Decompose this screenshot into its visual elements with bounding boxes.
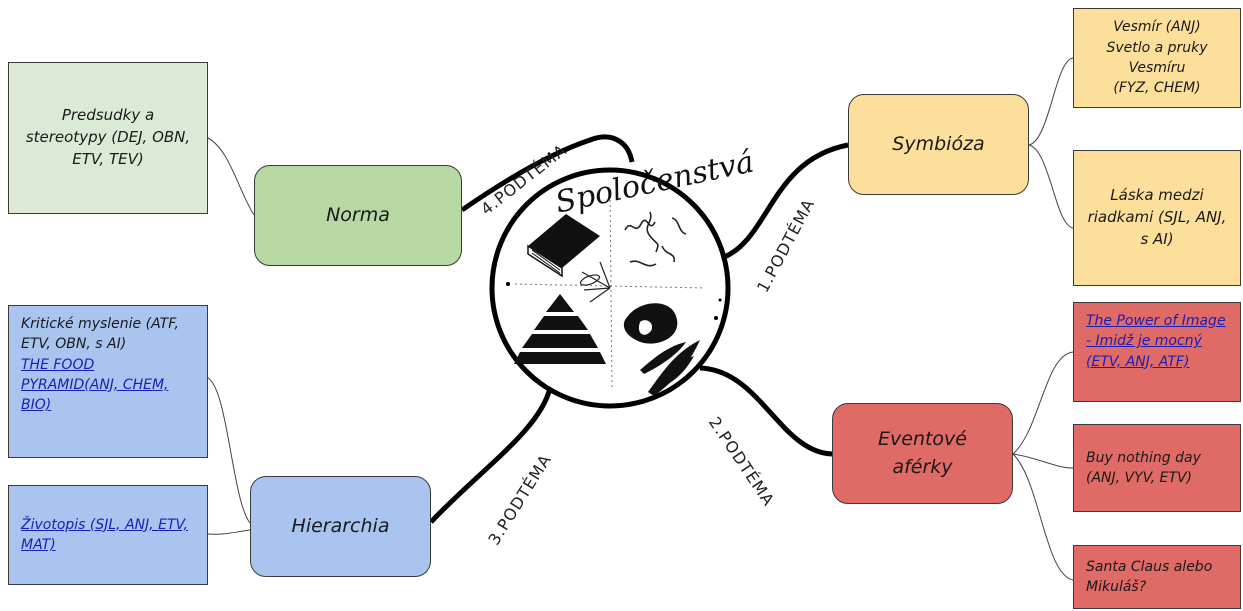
power-of-image-link[interactable]: The Power of Image - Imidž je mocný (ETV… xyxy=(1086,313,1226,370)
flower-icon xyxy=(579,261,611,303)
book-icon xyxy=(527,214,600,278)
leaf-laska: Láska medzi riadkami (SJL, ANJ, s AI) xyxy=(1073,150,1241,286)
leaf-kriticke-text: Kritické myslenie (ATF, ETV, OBN, s AI) xyxy=(21,316,179,353)
leaf-vesmir: Vesmír (ANJ) Svetlo a pruky Vesmíru (FYZ… xyxy=(1073,8,1241,108)
food-pyramid-link[interactable]: THE FOOD PYRAMID(ANJ, CHEM, BIO) xyxy=(21,356,169,414)
line-hierarchia-kriticke xyxy=(207,377,251,524)
leaf-power-of-image: The Power of Image - Imidž je mocný (ETV… xyxy=(1073,302,1241,402)
leaf-laska-text: Láska medzi riadkami (SJL, ANJ, s AI) xyxy=(1087,186,1227,248)
leaf-zivotopis: Životopis (SJL, ANJ, ETV, MAT) xyxy=(8,485,208,585)
leaf-buy-nothing-text: Buy nothing day (ANJ, VYV, ETV) xyxy=(1086,449,1201,486)
topic-norma[interactable]: Norma xyxy=(254,165,462,266)
topic-norma-label: Norma xyxy=(326,203,390,226)
line-symbioza-laska xyxy=(1028,144,1074,229)
leaf-santa-text: Santa Claus alebo Mikuláš? xyxy=(1086,558,1213,595)
leaf-vesmir-line-2: Svetlo a pruky Vesmíru xyxy=(1106,39,1208,76)
leaf-predsudky: Predsudky a stereotypy (DEJ, OBN, ETV, T… xyxy=(8,62,208,214)
leaf-predsudky-text: Predsudky a stereotypy (DEJ, OBN, ETV, T… xyxy=(25,106,191,168)
branch-eventove xyxy=(699,365,833,457)
line-hierarchia-zivotopis xyxy=(207,529,251,535)
leaf-kriticke-myslenie: Kritické myslenie (ATF, ETV, OBN, s AI) … xyxy=(8,305,208,458)
topic-hierarchia-label: Hierarchia xyxy=(291,514,390,537)
line-norma-predsudky xyxy=(207,137,255,216)
line-symbioza-vesmir xyxy=(1028,57,1074,146)
leaf-buy-nothing-day: Buy nothing day (ANJ, VYV, ETV) xyxy=(1073,424,1241,512)
zivotopis-link[interactable]: Životopis (SJL, ANJ, ETV, MAT) xyxy=(21,516,188,553)
branch-norma xyxy=(460,134,635,213)
leaf-santa-claus: Santa Claus alebo Mikuláš? xyxy=(1073,545,1241,609)
pyramid-icon xyxy=(514,294,606,364)
plant-icon xyxy=(640,340,700,396)
branch-symbioza xyxy=(721,142,849,261)
topic-hierarchia[interactable]: Hierarchia xyxy=(250,476,431,577)
line-eventove-santa xyxy=(1012,453,1074,581)
topic-eventove-label: Eventové aférky xyxy=(878,427,967,478)
topic-eventove-aferky[interactable]: Eventové aférky xyxy=(832,403,1013,504)
leaf-vesmir-line-3: (FYZ, CHEM) xyxy=(1113,80,1201,97)
leaf-vesmir-line-1: Vesmír (ANJ) xyxy=(1113,19,1201,36)
topic-symbioza[interactable]: Symbióza xyxy=(848,94,1029,195)
branch-hierarchia xyxy=(429,387,553,524)
line-eventove-power xyxy=(1012,351,1074,455)
topic-symbioza-label: Symbióza xyxy=(892,132,985,155)
coral-icon xyxy=(623,303,678,344)
line-eventove-buy xyxy=(1012,453,1074,469)
center-illustration xyxy=(489,167,731,409)
microbes-icon xyxy=(624,211,687,267)
